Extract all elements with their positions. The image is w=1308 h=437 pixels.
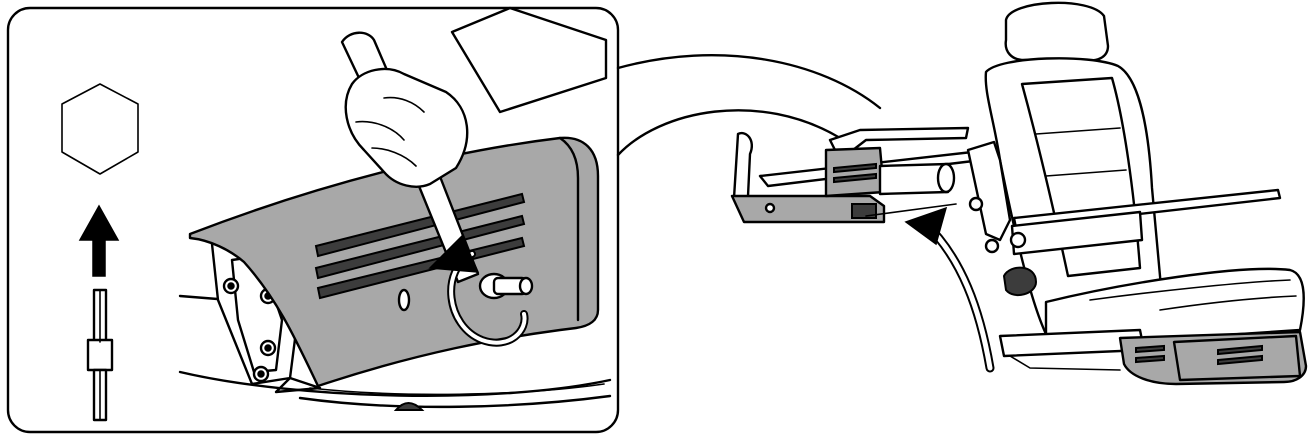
curved-arrow-icon xyxy=(904,206,995,373)
hand-with-wrench xyxy=(340,6,608,300)
callout-lines xyxy=(616,54,882,157)
detail-frame xyxy=(6,6,620,434)
detail-panel xyxy=(6,6,620,434)
hex-key-icon xyxy=(61,83,139,175)
rotation-arrow-icon xyxy=(428,234,529,347)
slide-rail xyxy=(730,126,1000,224)
overview-panel xyxy=(730,1,1308,386)
arrow-up-icon xyxy=(78,204,120,277)
hinge-mechanism xyxy=(210,236,322,394)
turntable-base xyxy=(178,294,612,411)
hex-bit-icon xyxy=(86,288,114,422)
seat-icon xyxy=(966,1,1308,386)
